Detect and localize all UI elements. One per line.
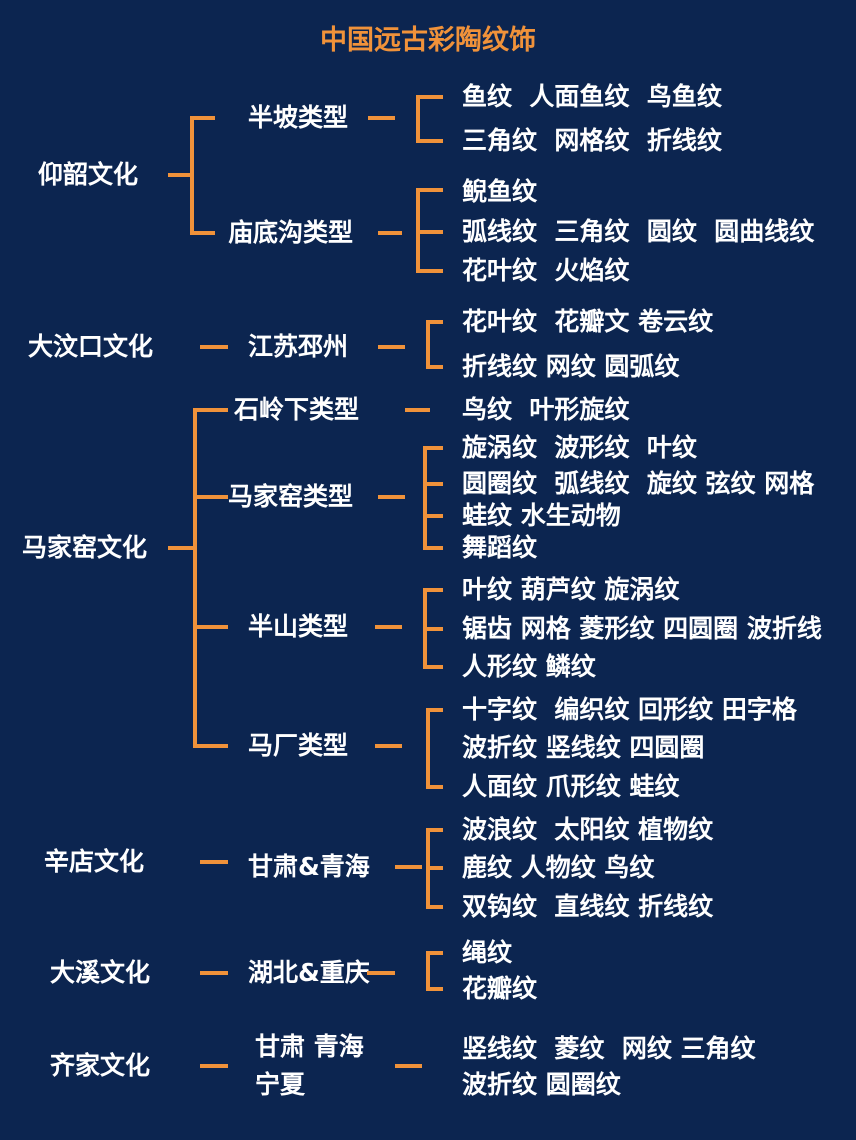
- bracket-tick: [425, 514, 443, 518]
- pattern-row: 弧线纹 三角纹 圆纹 圆曲线纹: [462, 217, 815, 246]
- pattern-row: 舞蹈纹: [462, 533, 538, 562]
- bracket-line: [426, 320, 430, 369]
- bracket-tick: [428, 785, 443, 789]
- bracket-tick: [428, 828, 443, 832]
- bracket-tick: [418, 95, 443, 99]
- bracket-line: [416, 95, 420, 143]
- pattern-row: 三角纹 网格纹 折线纹: [462, 126, 722, 155]
- bracket-line: [426, 708, 430, 789]
- bracket-line: [423, 446, 427, 550]
- bracket-tick: [425, 627, 443, 631]
- pattern-row: 双钩纹 直线纹 折线纹: [462, 892, 714, 921]
- bracket-tick: [192, 231, 215, 235]
- pattern-row: 人形纹 鳞纹: [462, 652, 596, 681]
- connector-line: [395, 865, 422, 869]
- bracket-tick: [418, 269, 443, 273]
- bracket-tick: [425, 665, 443, 669]
- type-label: 庙底沟类型: [228, 218, 354, 247]
- connector-line: [378, 345, 405, 349]
- bracket-tick: [425, 588, 443, 592]
- pattern-row: 十字纹 编织纹 回形纹 田字格: [462, 695, 797, 724]
- pattern-row: 花叶纹 火焰纹: [462, 256, 630, 285]
- connector-line: [200, 860, 228, 864]
- pattern-row: 鸟纹 叶形旋纹: [462, 395, 630, 424]
- bracket-tick: [418, 139, 443, 143]
- connector-line: [378, 231, 402, 235]
- bracket-tick: [195, 744, 228, 748]
- bracket-tick: [428, 951, 443, 955]
- bracket-line: [190, 116, 194, 235]
- pattern-row: 人面纹 爪形纹 蛙纹: [462, 772, 680, 801]
- bracket-tick: [195, 408, 228, 412]
- connector-line: [375, 625, 402, 629]
- type-label: 江苏邳州: [248, 332, 349, 361]
- pattern-row: 蛙纹 水生动物: [462, 501, 621, 530]
- pattern-row: 鲵鱼纹: [462, 177, 538, 206]
- pattern-row: 花瓣纹: [462, 974, 538, 1003]
- pattern-row: 旋涡纹 波形纹 叶纹: [462, 433, 697, 462]
- connector-line: [200, 345, 228, 349]
- bracket-tick: [195, 495, 228, 499]
- bracket-tick: [428, 987, 443, 991]
- pattern-row: 花叶纹 花瓣文 卷云纹: [462, 307, 714, 336]
- bracket-tick: [428, 866, 443, 870]
- type-label: 甘肃&青海: [248, 852, 370, 881]
- pattern-row: 绳纹: [462, 938, 513, 967]
- bracket-tick: [425, 482, 443, 486]
- connector-line: [168, 546, 195, 550]
- type-label: 半山类型: [248, 612, 349, 641]
- diagram-title: 中国远古彩陶纹饰: [320, 25, 536, 56]
- pattern-row: 波折纹 竖线纹 四圆圈: [462, 733, 705, 762]
- pattern-row: 波折纹 圆圈纹: [462, 1070, 621, 1099]
- culture-label: 仰韶文化: [38, 160, 139, 189]
- pattern-row: 锯齿 网格 菱形纹 四圆圈 波折线: [462, 614, 822, 643]
- connector-line: [368, 116, 395, 120]
- type-label: 石岭下类型: [234, 395, 360, 424]
- pattern-row: 折线纹 网纹 圆弧纹: [462, 352, 680, 381]
- type-label: 湖北&重庆: [248, 958, 370, 987]
- connector-line: [168, 173, 192, 177]
- bracket-tick: [428, 365, 443, 369]
- bracket-tick: [428, 708, 443, 712]
- connector-line: [378, 495, 405, 499]
- pattern-row: 圆圈纹 弧线纹 旋纹 弦纹 网格: [462, 469, 815, 498]
- connector-line: [375, 744, 402, 748]
- bracket-line: [193, 408, 197, 748]
- pattern-row: 叶纹 葫芦纹 旋涡纹: [462, 575, 680, 604]
- pattern-row: 鱼纹 人面鱼纹 鸟鱼纹: [462, 82, 722, 111]
- culture-label: 大汶口文化: [28, 332, 154, 361]
- type-label: 甘肃 青海 宁夏: [255, 1032, 364, 1099]
- connector-line: [200, 971, 228, 975]
- type-label: 马厂类型: [248, 731, 349, 760]
- pattern-row: 鹿纹 人物纹 鸟纹: [462, 853, 655, 882]
- bracket-tick: [425, 446, 443, 450]
- culture-label: 大溪文化: [50, 958, 151, 987]
- bracket-tick: [418, 230, 443, 234]
- bracket-tick: [192, 116, 215, 120]
- bracket-tick: [418, 188, 443, 192]
- connector-line: [405, 408, 430, 412]
- bracket-tick: [428, 905, 443, 909]
- culture-label: 辛店文化: [44, 847, 145, 876]
- bracket-tick: [428, 320, 443, 324]
- connector-line: [367, 971, 395, 975]
- pattern-row: 波浪纹 太阳纹 植物纹: [462, 815, 714, 844]
- culture-label: 马家窑文化: [22, 533, 148, 562]
- culture-label: 齐家文化: [50, 1051, 151, 1080]
- bracket-tick: [425, 546, 443, 550]
- type-label: 马家窑类型: [228, 482, 354, 511]
- bracket-line: [426, 951, 430, 991]
- connector-line: [395, 1064, 422, 1068]
- type-label: 半坡类型: [248, 103, 349, 132]
- pattern-row: 竖线纹 菱纹 网纹 三角纹: [462, 1034, 756, 1063]
- bracket-tick: [195, 625, 228, 629]
- connector-line: [200, 1064, 228, 1068]
